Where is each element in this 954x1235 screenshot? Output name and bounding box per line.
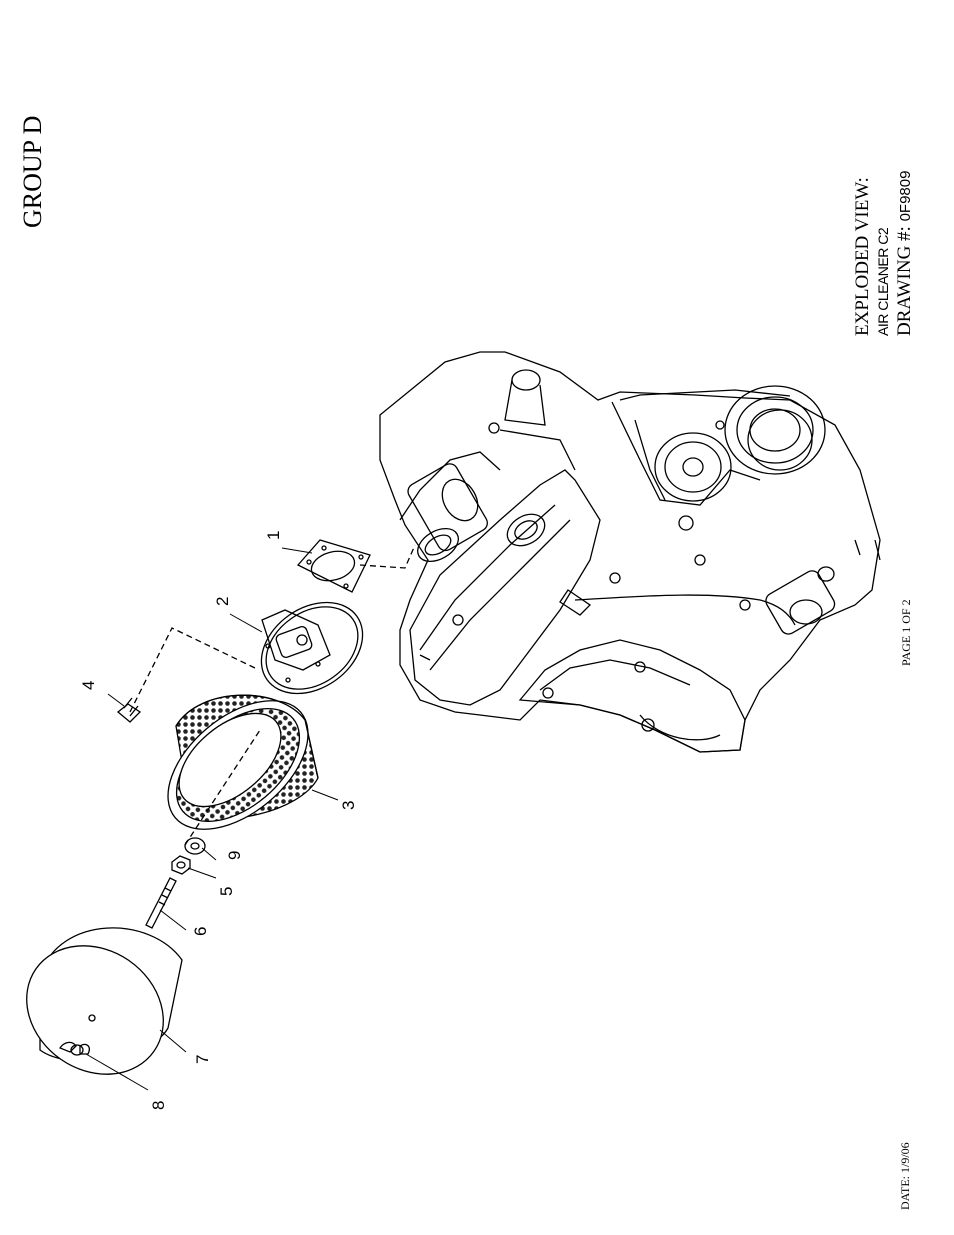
part-3-filter-element [167, 694, 319, 830]
assembly-leader-1 [359, 544, 416, 569]
callout-6: 6 [191, 927, 210, 936]
callout-5: 5 [217, 887, 236, 896]
dipstick-cable [574, 594, 796, 626]
pulleys [611, 385, 826, 506]
thermostat-housing [499, 369, 576, 471]
part-7-cover [26, 927, 183, 1075]
callout-leaders [85, 547, 339, 1091]
callout-4: 4 [79, 681, 98, 690]
valve-cover [409, 469, 601, 706]
callout-8: 8 [149, 1101, 168, 1110]
callout-7: 7 [193, 1055, 212, 1064]
callout-2: 2 [213, 597, 232, 606]
throttle-body [399, 451, 501, 563]
callout-9: 9 [225, 851, 244, 860]
assembly-leader-4 [129, 627, 256, 713]
part-1-gasket [296, 539, 371, 593]
assembly-centerline [184, 729, 261, 846]
callout-3: 3 [339, 801, 358, 810]
callout-1: 1 [264, 531, 283, 540]
part-6-stud [145, 877, 177, 929]
intake-manifold [518, 639, 746, 753]
engine-block-outline [379, 351, 881, 753]
alternator [765, 566, 836, 635]
part-5-nut [171, 855, 191, 875]
callout-labels: 1 2 3 4 5 6 7 8 9 [79, 531, 358, 1110]
part-8-wing-nut [59, 1041, 90, 1056]
part-9-washer [184, 837, 206, 855]
part-4-bolt [116, 697, 142, 723]
oil-filler-cap [506, 513, 546, 547]
drive-belt [611, 401, 761, 506]
part-2-backplate [260, 601, 364, 695]
engine-assembly [379, 351, 881, 753]
